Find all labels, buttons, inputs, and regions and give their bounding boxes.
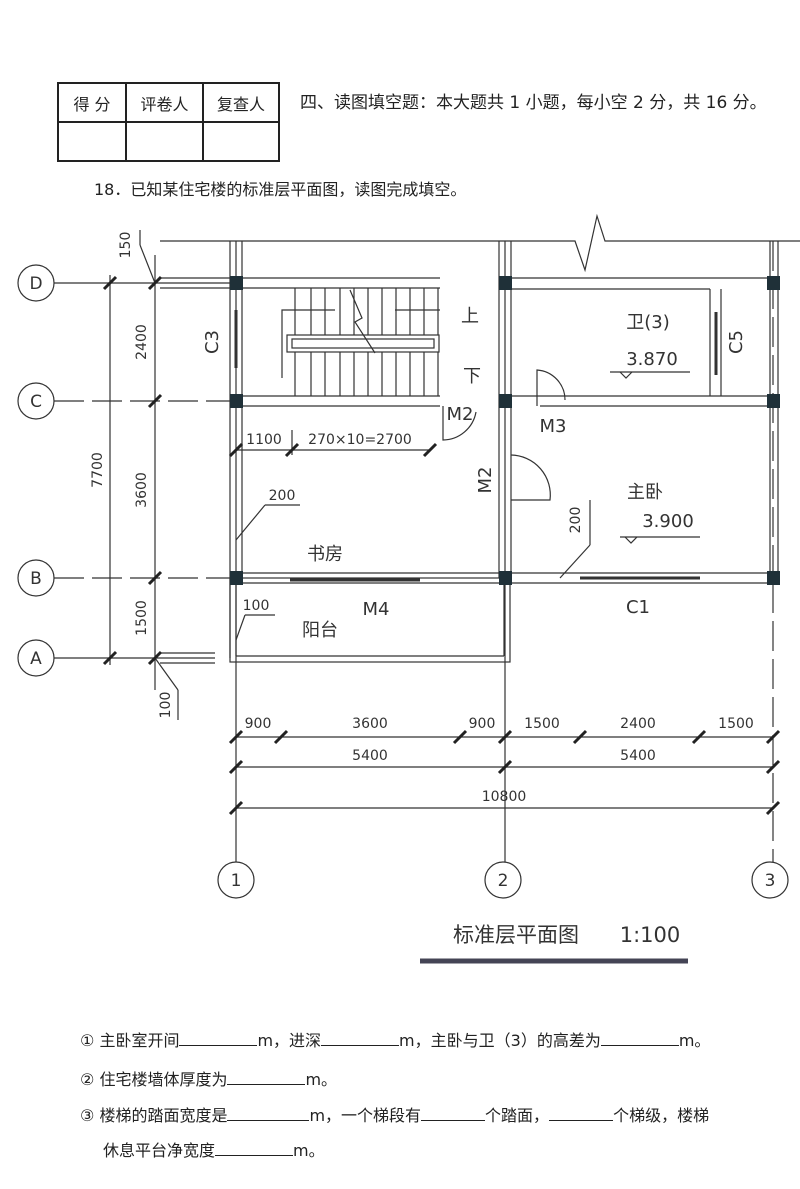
score-header: 得 分	[57, 82, 127, 123]
answer-blank[interactable]	[215, 1141, 294, 1156]
axis-1: 1	[231, 871, 242, 891]
door-m3: M3	[540, 416, 567, 437]
break-line	[160, 213, 800, 273]
question-intro: 18．已知某住宅楼的标准层平面图，读图完成填空。	[94, 180, 467, 199]
score-table: 得 分 评卷人 复查人	[57, 82, 280, 162]
dim-5400-a: 5400	[352, 748, 388, 764]
dim-3600: 3600	[134, 472, 150, 508]
grader-cell[interactable]	[125, 121, 204, 162]
label-down: 下	[463, 366, 481, 387]
axis-A: A	[30, 649, 42, 669]
window-c5: C5	[726, 330, 747, 354]
room-bath: 卫(3)	[626, 312, 670, 333]
room-study: 书房	[307, 544, 343, 565]
dim-2400-b: 2400	[620, 716, 656, 732]
dim-100-left: 100	[158, 692, 174, 719]
plan-scale: 1:100	[620, 923, 681, 947]
reviewer-header: 复查人	[202, 82, 280, 123]
answer-blank[interactable]	[549, 1106, 614, 1121]
master-level: 3.900	[642, 511, 694, 532]
room-balcony: 阳台	[302, 620, 338, 641]
dim-200-master: 200	[568, 507, 584, 534]
dim-200-study: 200	[269, 488, 296, 504]
door-m4: M4	[363, 599, 390, 620]
dim-1500-b: 1500	[524, 716, 560, 732]
dim-10800: 10800	[482, 789, 527, 805]
axis-C: C	[30, 392, 42, 412]
dim-1500-c: 1500	[718, 716, 754, 732]
window-c3: C3	[202, 330, 223, 354]
axis-D: D	[29, 274, 42, 294]
score-cell[interactable]	[57, 121, 127, 162]
dim-1500: 1500	[134, 600, 150, 636]
dim-1100: 1100	[246, 432, 282, 448]
door-m2-stair: M2	[447, 404, 474, 425]
section-title: 四、读图填空题：本大题共 1 小题，每小空 2 分，共 16 分。	[300, 93, 767, 113]
dim-5400-b: 5400	[620, 748, 656, 764]
reviewer-cell[interactable]	[202, 121, 280, 162]
answer-blank[interactable]	[227, 1106, 310, 1121]
dim-900-b: 900	[469, 716, 496, 732]
answer-blank[interactable]	[421, 1106, 486, 1121]
dim-100-balcony: 100	[243, 598, 270, 614]
axis-3: 3	[765, 871, 776, 891]
axis-B: B	[30, 569, 42, 589]
answer-blank[interactable]	[227, 1070, 306, 1085]
dim-3600-b: 3600	[352, 716, 388, 732]
plan-title: 标准层平面图	[453, 923, 579, 947]
dim-7700: 7700	[90, 452, 106, 488]
axis-2: 2	[498, 871, 509, 891]
answer-blank[interactable]	[179, 1031, 258, 1046]
columns	[230, 276, 780, 585]
dim-stair-run: 270×10=2700	[308, 432, 412, 448]
dim-2400: 2400	[134, 324, 150, 360]
window-c1: C1	[626, 597, 650, 618]
room-master: 主卧	[627, 482, 663, 503]
dim-150: 150	[118, 232, 134, 259]
bath-level: 3.870	[626, 349, 678, 370]
label-up: 上	[461, 306, 479, 327]
grader-header: 评卷人	[125, 82, 204, 123]
answer-blank[interactable]	[600, 1031, 679, 1046]
door-m2-master: M2	[475, 467, 496, 494]
dim-900: 900	[245, 716, 272, 732]
answer-blank[interactable]	[321, 1031, 400, 1046]
